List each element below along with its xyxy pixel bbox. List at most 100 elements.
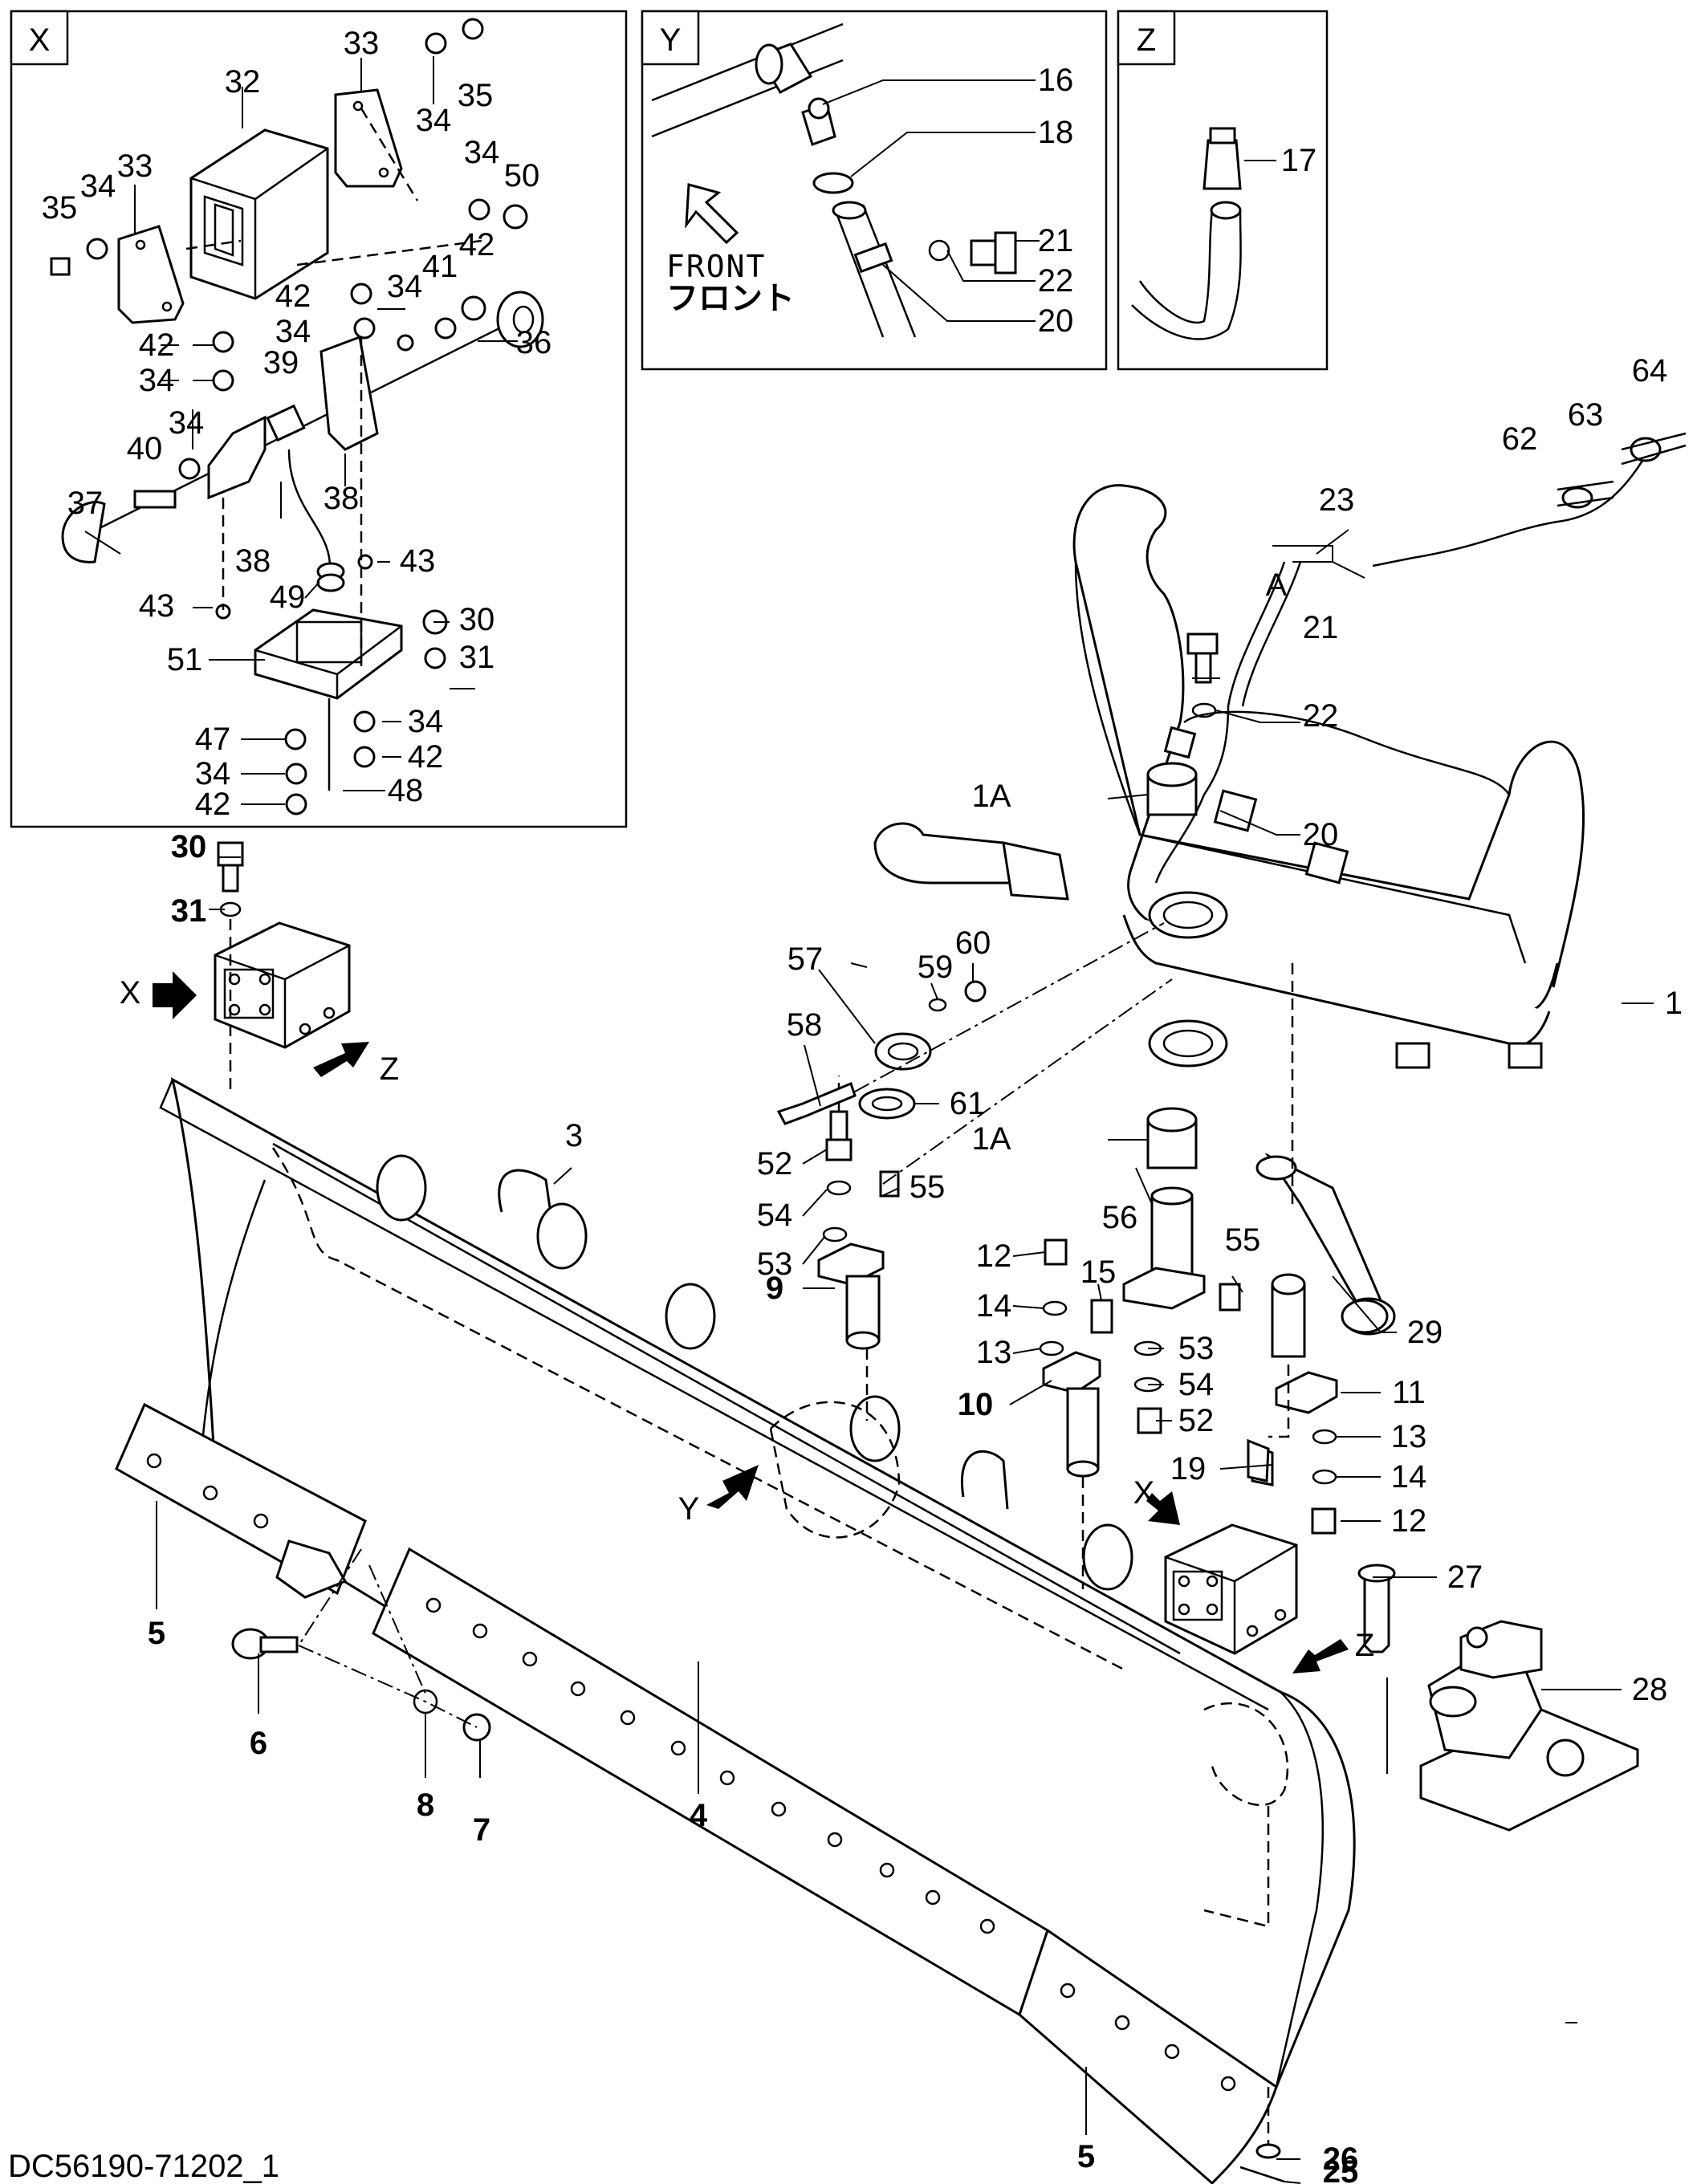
callout-62: 62 bbox=[1502, 421, 1538, 457]
front-direction-arrow bbox=[685, 183, 739, 245]
callout-1: 1 bbox=[1665, 986, 1683, 1021]
front-label-en: FRONT bbox=[666, 249, 766, 284]
callout-49: 49 bbox=[270, 580, 306, 615]
callout-38b: 38 bbox=[235, 543, 271, 579]
view-arrow-x-top-label: X bbox=[120, 975, 141, 1011]
callout-53a: 53 bbox=[757, 1247, 793, 1282]
switch-knob bbox=[61, 501, 106, 563]
view-arrow-z-top bbox=[313, 1042, 369, 1077]
spacer-pipe bbox=[266, 404, 306, 442]
tow-hitch bbox=[1419, 1620, 1639, 1832]
hose-clip bbox=[812, 172, 854, 194]
callout-1a-upper: 1A bbox=[972, 779, 1011, 814]
bolt-30-head bbox=[217, 841, 244, 867]
callout-23: 23 bbox=[1319, 482, 1355, 518]
grease-fitting bbox=[1203, 139, 1242, 190]
callout-8: 8 bbox=[417, 1787, 434, 1823]
callout-63: 63 bbox=[1568, 397, 1604, 433]
callout-30m: 30 bbox=[171, 829, 207, 864]
grease-line-62 bbox=[1372, 441, 1655, 567]
washer-26 bbox=[1255, 2143, 1281, 2159]
view-arrow-y-label: Y bbox=[678, 1491, 700, 1527]
pin-56 bbox=[1122, 963, 1294, 1434]
washer-ring bbox=[928, 239, 950, 262]
switch-box-left bbox=[214, 921, 351, 1049]
callout-42a: 42 bbox=[459, 227, 495, 262]
callout-18: 18 bbox=[1038, 115, 1074, 150]
callout-34b: 34 bbox=[80, 169, 116, 204]
callout-37: 37 bbox=[67, 486, 104, 521]
callout-35b: 35 bbox=[42, 190, 78, 226]
callout-5b: 5 bbox=[1077, 2139, 1095, 2174]
callout-53b: 53 bbox=[1178, 1331, 1215, 1366]
callout-14b: 14 bbox=[1391, 1459, 1427, 1495]
view-arrow-x-top bbox=[153, 971, 197, 1019]
bracket-plate-right bbox=[334, 88, 403, 188]
detail-view-y-tag: Y bbox=[660, 22, 682, 58]
callout-64: 64 bbox=[1632, 353, 1668, 388]
callout-43a: 43 bbox=[400, 543, 436, 579]
pin-assembly-10 bbox=[1039, 1238, 1113, 1589]
callout-31m: 31 bbox=[171, 893, 207, 929]
callout-28: 28 bbox=[1632, 1672, 1668, 1707]
callout-20y: 20 bbox=[1038, 303, 1074, 339]
callout-22y: 22 bbox=[1038, 263, 1074, 299]
callout-15: 15 bbox=[1080, 1255, 1117, 1290]
view-arrow-x-mid bbox=[1146, 1491, 1180, 1525]
view-arrow-y bbox=[706, 1465, 759, 1509]
bolt-58 bbox=[776, 1081, 857, 1125]
callout-61: 61 bbox=[950, 1086, 986, 1121]
callout-16: 16 bbox=[1038, 63, 1074, 98]
section-mark-a: A bbox=[1266, 567, 1288, 603]
callout-52a: 52 bbox=[757, 1146, 793, 1181]
callout-25: 25 bbox=[1323, 2154, 1359, 2184]
callout-34e: 34 bbox=[275, 314, 311, 349]
callout-38a: 38 bbox=[324, 481, 360, 516]
callout-10: 10 bbox=[958, 1387, 994, 1422]
callout-55a: 55 bbox=[910, 1169, 946, 1205]
lift-loop-right bbox=[961, 1450, 1009, 1510]
view-arrow-z-top-label: Z bbox=[380, 1051, 399, 1087]
callout-labels: 32 33 33 34 35 34 35 34 50 42 41 34 42 3… bbox=[42, 26, 1683, 2184]
callout-47: 47 bbox=[195, 722, 231, 757]
callout-34g: 34 bbox=[169, 405, 205, 441]
callout-56: 56 bbox=[1102, 1200, 1138, 1235]
thrust-bushing bbox=[874, 1032, 932, 1071]
bracket-plate-left bbox=[117, 225, 185, 324]
callout-59: 59 bbox=[918, 950, 954, 985]
switch-box-right bbox=[1164, 1523, 1298, 1655]
pin-assembly-9 bbox=[817, 1076, 900, 1421]
view-arrow-z-mid bbox=[1292, 1639, 1349, 1674]
callout-9: 9 bbox=[766, 1271, 783, 1306]
callout-20m: 20 bbox=[1303, 817, 1339, 852]
callout-36: 36 bbox=[516, 325, 552, 360]
callout-6: 6 bbox=[250, 1726, 267, 1761]
callout-42d: 42 bbox=[408, 739, 444, 775]
callout-13a: 13 bbox=[976, 1335, 1012, 1370]
switch-base-plate bbox=[254, 608, 403, 700]
callout-4: 4 bbox=[690, 1798, 708, 1833]
mount-bracket-a bbox=[207, 415, 267, 500]
cotter-pin-25 bbox=[1239, 2166, 1285, 2183]
callout-34i: 34 bbox=[195, 756, 231, 791]
callout-5a: 5 bbox=[148, 1616, 165, 1651]
callout-42e: 42 bbox=[195, 787, 231, 822]
callout-22m: 22 bbox=[1303, 698, 1339, 734]
hose-band bbox=[853, 242, 893, 274]
rubber-boot bbox=[496, 291, 544, 348]
mount-bracket-b bbox=[319, 335, 379, 451]
shim-washer bbox=[858, 1088, 916, 1120]
callout-41: 41 bbox=[422, 249, 458, 284]
callout-34c: 34 bbox=[464, 135, 500, 170]
callout-42b: 42 bbox=[275, 279, 311, 314]
callout-43b: 43 bbox=[139, 588, 175, 624]
callout-12b: 12 bbox=[1391, 1503, 1427, 1539]
switch-cover bbox=[189, 128, 329, 300]
callout-60: 60 bbox=[955, 925, 991, 961]
callout-35a: 35 bbox=[458, 78, 494, 113]
callout-11: 11 bbox=[1392, 1375, 1426, 1410]
view-arrow-x-mid-label: X bbox=[1133, 1475, 1155, 1511]
callout-7: 7 bbox=[473, 1812, 490, 1848]
callout-42c: 42 bbox=[139, 327, 175, 363]
